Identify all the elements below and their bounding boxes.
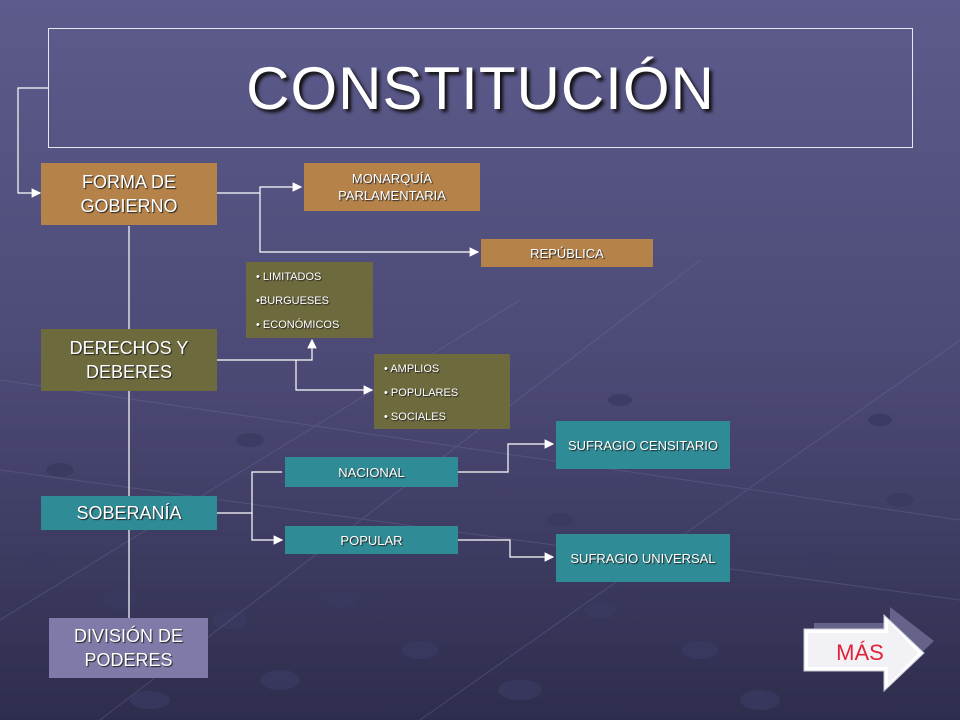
list-item: • ECONÓMICOS: [256, 319, 340, 331]
node-sufragio-censitario: SUFRAGIO CENSITARIO: [556, 421, 730, 469]
mas-button[interactable]: [800, 605, 940, 695]
list-item: • AMPLIOS: [384, 363, 440, 375]
node-derechos-y-deberes: DERECHOS Y DEBERES: [41, 329, 217, 391]
node-nacional: NACIONAL: [285, 457, 458, 487]
page-title: CONSTITUCIÓN: [246, 54, 715, 122]
node-sufragio-universal: SUFRAGIO UNIVERSAL: [556, 534, 730, 582]
node-soberania: SOBERANÍA: [41, 496, 217, 530]
list-derechos-amplios: • AMPLIOS • POPULARES • SOCIALES: [374, 354, 510, 429]
list-item: • POPULARES: [384, 387, 459, 399]
node-forma-de-gobierno: FORMA DE GOBIERNO: [41, 163, 217, 225]
list-item: • SOCIALES: [384, 411, 446, 423]
title-frame: CONSTITUCIÓN: [48, 28, 913, 148]
node-popular: POPULAR: [285, 526, 458, 554]
node-division-de-poderes: DIVISIÓN DE PODERES: [49, 618, 208, 678]
list-item: • LIMITADOS: [256, 271, 322, 283]
node-monarquia-parlamentaria: MONARQUÍA PARLAMENTARIA: [304, 163, 480, 211]
list-derechos-limitados: • LIMITADOS •BURGUESES • ECONÓMICOS: [246, 262, 373, 338]
mas-button-label[interactable]: MÁS: [836, 640, 884, 665]
node-republica: REPÚBLICA: [481, 239, 653, 267]
list-item: •BURGUESES: [256, 295, 329, 307]
